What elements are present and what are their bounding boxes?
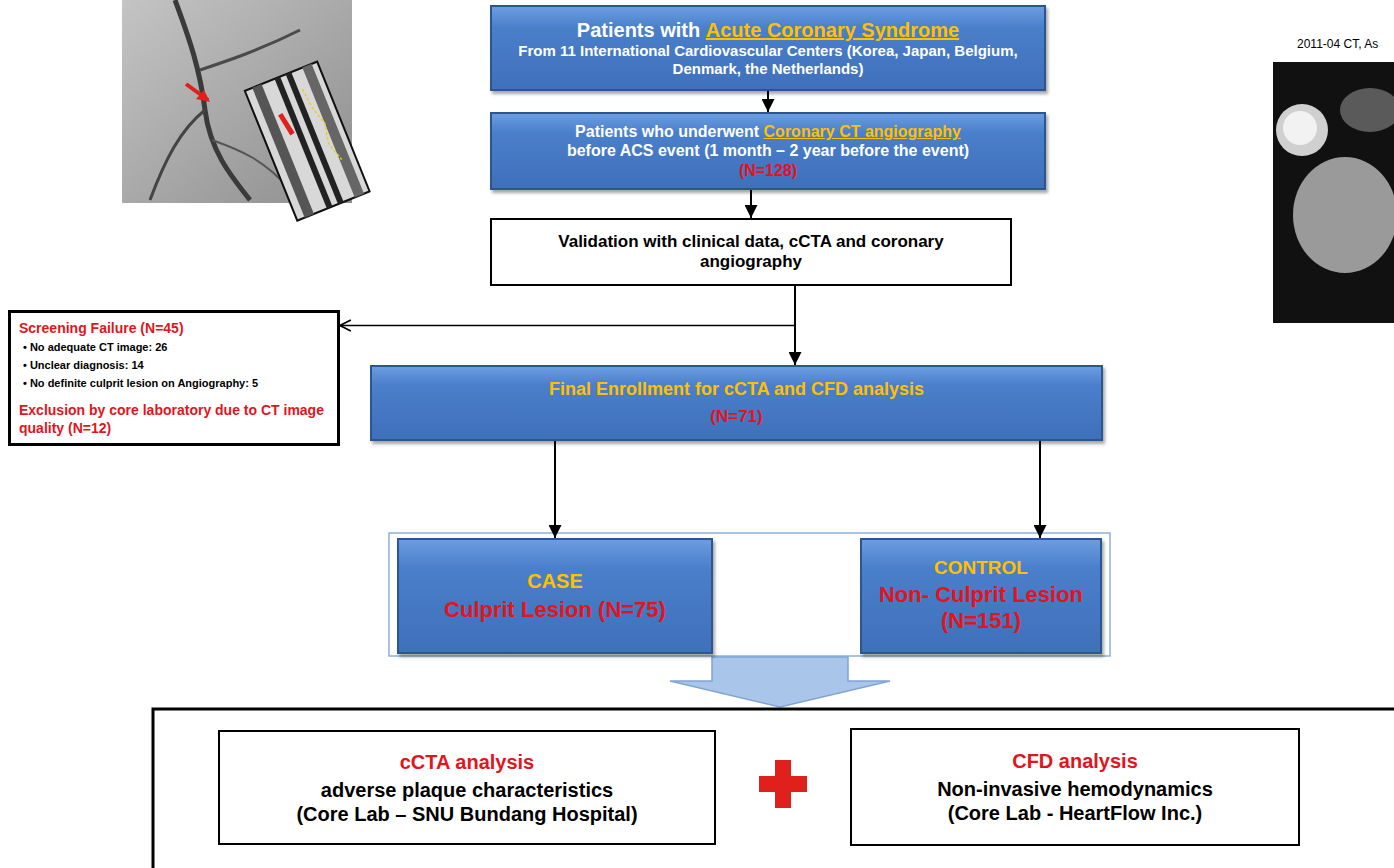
text-row: Exclusion by core laboratory due to CT i… [19,401,329,437]
text-row: • No adequate CT image: 26 [23,337,167,355]
vessel [175,0,250,200]
text-row: cCTA analysis [400,750,535,774]
box-text: • No adequate CT image: 26 [23,341,167,353]
text-row: Non- Culprit Lesion (N=151) [876,582,1086,635]
process-box: Patients who underwent Coronary CT angiog… [490,112,1046,190]
flow-arrow [340,286,795,326]
text-row: CFD analysis [1012,749,1138,773]
ivus-stripe [302,64,364,198]
text-row: Screening Failure (N=45) [19,319,184,337]
pointer-arrow-head [196,90,210,102]
box-text: Non- Culprit Lesion (N=151) [879,582,1083,633]
image-caption: 2011-04 CT, As [1297,37,1378,51]
block-arrow [670,657,890,707]
text-row: • No definite culprit lesion on Angiogra… [23,373,258,391]
box-text: CFD analysis [1012,750,1138,772]
text-row: From 11 International Cardiovascular Cen… [506,42,1030,78]
box-text: CONTROL [934,557,1028,578]
ivus-inset [245,62,370,221]
process-box: Patients with Acute Coronary SyndromeFrom… [490,5,1046,91]
box-text: Screening Failure (N=45) [19,320,184,336]
box-text: Acute Coronary Syndrome [706,19,959,41]
box-text: Non-invasive hemodynamics [937,778,1213,800]
process-box: Final Enrollment for cCTA and CFD analys… [370,365,1103,441]
ct-structure [1283,111,1317,145]
text-row: adverse plaque characteristics [321,778,613,802]
text-row: (Core Lab - HeartFlow Inc.) [948,801,1202,825]
box-text: (N=71) [710,407,762,426]
text-row: (Core Lab – SNU Bundang Hospital) [296,802,637,826]
box-text: (Core Lab – SNU Bundang Hospital) [296,803,637,825]
flow-arrow [794,286,796,365]
ivus-contour [302,85,341,163]
ivus-marker [280,113,292,136]
flow-arrow [750,190,752,218]
text-row: (N=71) [710,407,762,427]
exclusion-box: Screening Failure (N=45) • No adequate CT… [8,310,340,446]
ct-structure [1340,88,1394,132]
box-text: Culprit Lesion (N=75) [444,597,666,622]
box-text: Final Enrollment for cCTA and CFD analys… [549,379,924,399]
box-text: before ACS event (1 month – 2 year befor… [567,142,969,159]
box-text: (N=128) [739,162,797,179]
text-row: before ACS event (1 month – 2 year befor… [567,141,969,160]
box-text: Patients with [577,19,700,41]
box-text: adverse plaque characteristics [321,779,613,801]
text-row: Patients with Acute Coronary Syndrome [577,18,959,42]
flow-arrow [554,441,556,538]
box-text: • Unclear diagnosis: 14 [23,359,144,371]
box-text: • No definite culprit lesion on Angiogra… [23,377,258,389]
text-row: Non-invasive hemodynamics [937,777,1213,801]
flow-arrow [1039,441,1041,538]
text-row: Culprit Lesion (N=75) [444,597,666,623]
text-row: Validation with clinical data, cCTA and … [506,232,996,273]
group-box: CASE Culprit Lesion (N=75) [397,538,713,654]
box-text: cCTA analysis [400,751,535,773]
box-text: From 11 International Cardiovascular Cen… [518,42,1017,77]
flow-arrow [767,91,769,112]
plus-sign [775,760,791,808]
text-row: CONTROL [934,557,1028,580]
ct-structure [1276,104,1328,156]
ivus-frame [245,62,370,221]
ct-image [1273,62,1394,323]
box-text: CASE [527,570,583,592]
text-row: Patients who underwent Coronary CT angiog… [575,122,961,141]
text-row: (N=128) [739,161,797,180]
vessel [200,30,300,70]
analysis-frame [153,709,1394,868]
text-row: • Unclear diagnosis: 14 [23,355,144,373]
box-text: Patients who underwent [575,123,759,140]
group-outline [389,533,1110,656]
text-row: Final Enrollment for cCTA and CFD analys… [549,379,924,401]
vessel [150,110,205,200]
box-text: Validation with clinical data, cCTA and … [558,232,943,271]
box-text: Coronary CT angiography [764,123,961,140]
analysis-box: cCTA analysis adverse plaque characterist… [218,730,716,845]
group-box: CONTROL Non- Culprit Lesion (N=151) [860,538,1102,654]
box-text: (Core Lab - HeartFlow Inc.) [948,802,1202,824]
box-text: Exclusion by core laboratory due to CT i… [19,402,324,436]
text-row: CASE [527,569,583,593]
analysis-box: CFD analysisNon-invasive hemodynamics(Co… [850,728,1300,846]
process-box: Validation with clinical data, cCTA and … [490,218,1012,286]
ct-structure [1293,157,1394,273]
